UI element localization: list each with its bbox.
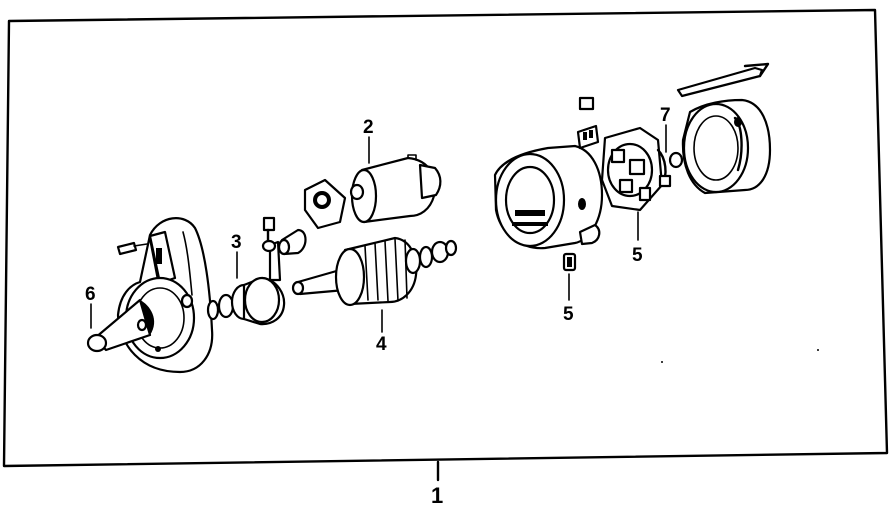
end-frame [676,62,772,195]
brush-holder [576,96,684,212]
armature [291,236,458,307]
callout-brush-lower: 5 [563,304,574,325]
drive-gear [206,216,307,326]
callout-nose-housing: 6 [85,284,96,305]
diagram-frame [2,8,889,468]
field-frame [493,144,604,250]
callout-armature: 4 [376,334,387,355]
solenoid [303,154,442,230]
nose-housing [86,217,214,374]
callout-end-frame-bolt: 7 [660,105,671,126]
callout-assembly: 1 [431,483,443,506]
callout-drive-gear: 3 [231,232,242,253]
callout-brush-holder: 5 [632,245,643,266]
callout-solenoid: 2 [363,117,374,138]
